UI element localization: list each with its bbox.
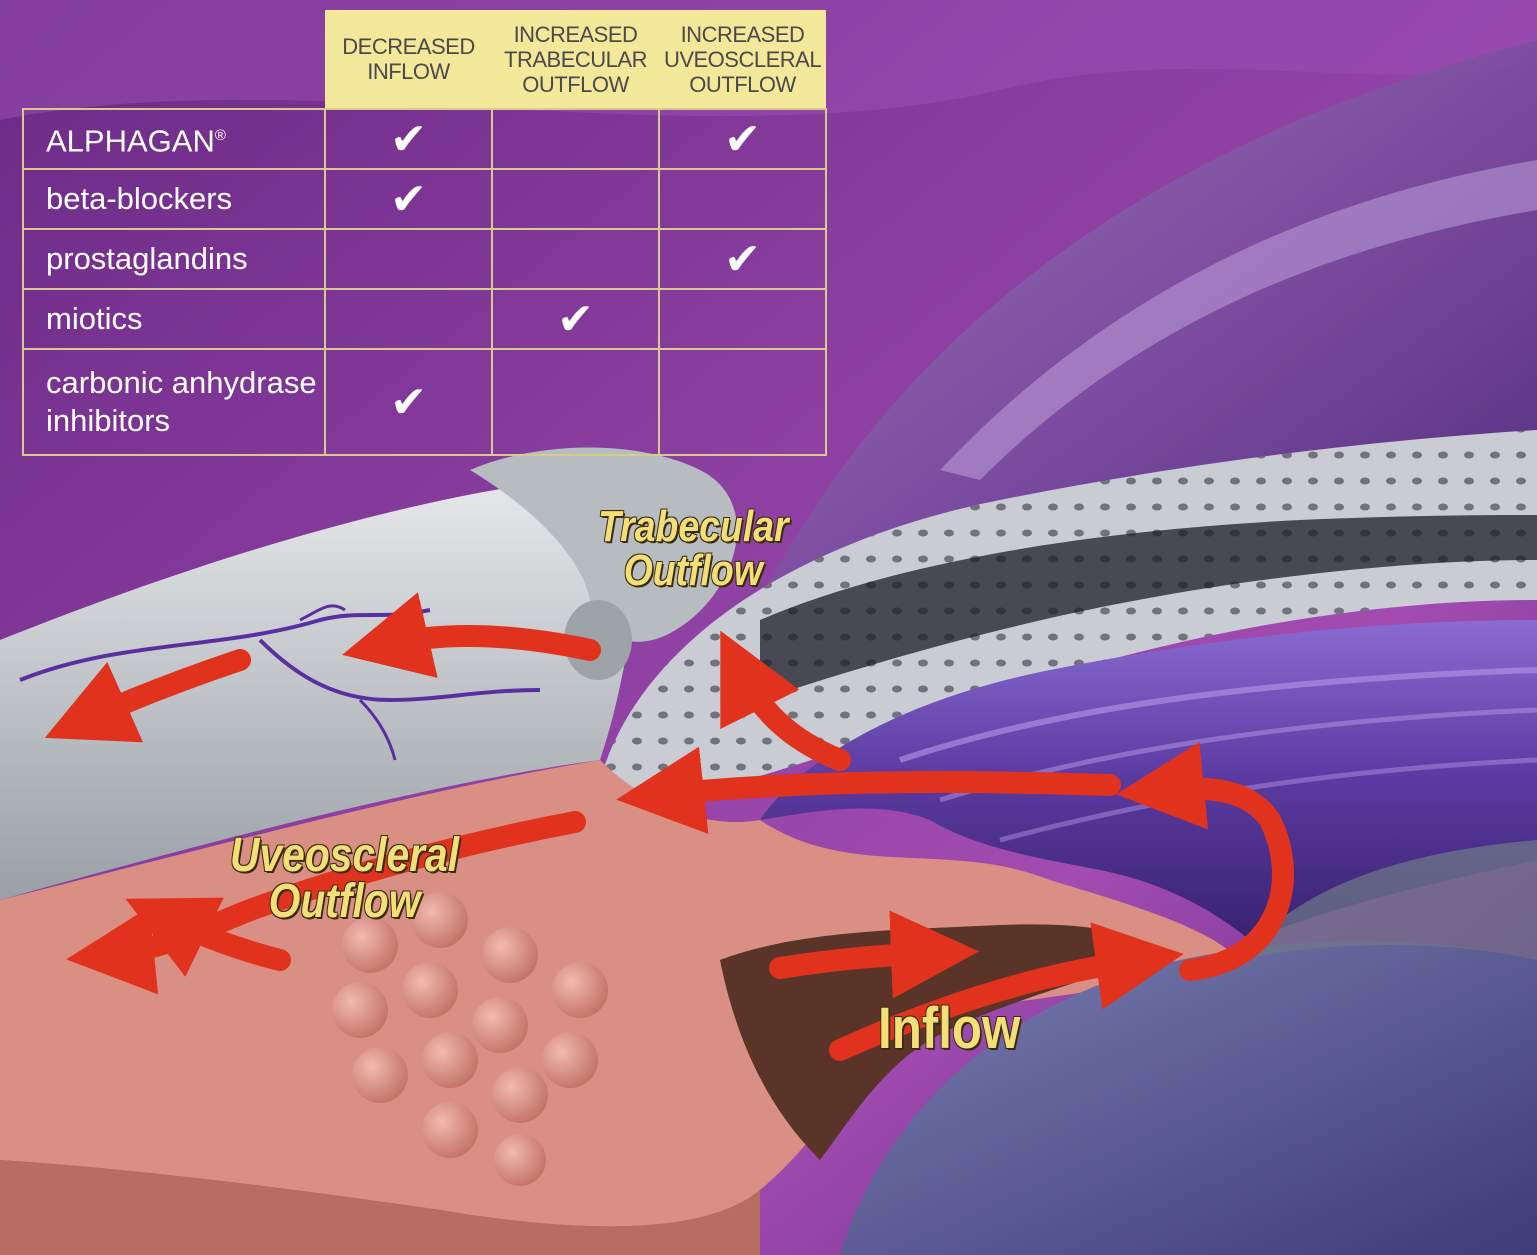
check-icon: ✔ bbox=[390, 377, 427, 428]
empty-cell bbox=[325, 229, 492, 289]
table-body: ALPHAGAN® ✔ ✔ beta-blockers ✔ prostaglandins ✔… bbox=[23, 109, 826, 455]
empty-cell bbox=[659, 169, 826, 229]
empty-cell bbox=[659, 289, 826, 349]
check-mark-cell: ✔ bbox=[492, 289, 659, 349]
check-icon: ✔ bbox=[724, 234, 761, 285]
drug-name: miotics bbox=[46, 301, 142, 336]
table-row: prostaglandins ✔ bbox=[23, 229, 826, 289]
check-mark-cell: ✔ bbox=[659, 109, 826, 169]
inflow-label: Inflow bbox=[878, 995, 1020, 1062]
table-row: ALPHAGAN® ✔ ✔ bbox=[23, 109, 826, 169]
empty-cell bbox=[325, 289, 492, 349]
table-corner bbox=[23, 10, 325, 109]
table-row: miotics ✔ bbox=[23, 289, 826, 349]
registered-mark: ® bbox=[215, 127, 226, 144]
check-icon: ✔ bbox=[724, 114, 761, 165]
check-mark-cell: ✔ bbox=[659, 229, 826, 289]
check-icon: ✔ bbox=[390, 114, 427, 165]
table-row: beta-blockers ✔ bbox=[23, 169, 826, 229]
drug-name: beta-blockers bbox=[46, 181, 232, 216]
check-icon: ✔ bbox=[557, 294, 594, 345]
empty-cell bbox=[492, 349, 659, 455]
empty-cell bbox=[492, 169, 659, 229]
drug-name: ALPHAGAN bbox=[46, 124, 215, 159]
drug-name: carbonic anhydrase bbox=[46, 365, 317, 400]
drug-name-cell: ALPHAGAN® bbox=[23, 109, 325, 169]
drug-name: inhibitors bbox=[46, 403, 170, 438]
check-icon: ✔ bbox=[390, 174, 427, 225]
drug-name-cell: miotics bbox=[23, 289, 325, 349]
trabecular-arrow bbox=[660, 782, 1110, 795]
empty-cell bbox=[492, 229, 659, 289]
empty-cell bbox=[659, 349, 826, 455]
drug-name-cell: beta-blockers bbox=[23, 169, 325, 229]
check-mark-cell: ✔ bbox=[325, 349, 492, 455]
drug-name: prostaglandins bbox=[46, 241, 248, 276]
empty-cell bbox=[492, 109, 659, 169]
check-mark-cell: ✔ bbox=[325, 109, 492, 169]
check-mark-cell: ✔ bbox=[325, 169, 492, 229]
drug-name-cell: prostaglandins bbox=[23, 229, 325, 289]
